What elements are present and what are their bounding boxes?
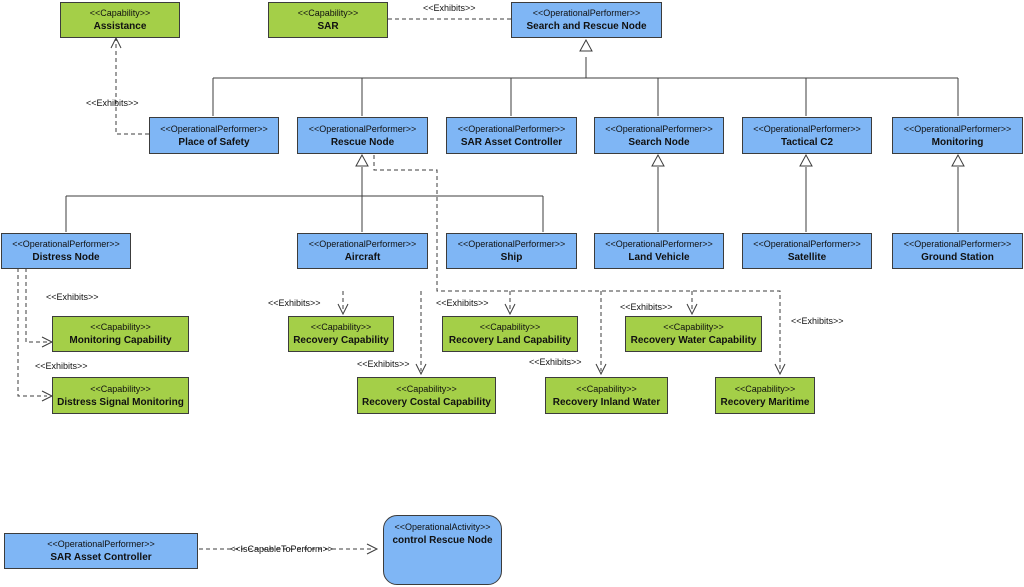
stereotype-label: <<OperationalPerformer>> — [605, 239, 713, 249]
performer-name: Ground Station — [921, 252, 994, 263]
exhibits-label: <<Exhibits>> — [35, 361, 88, 371]
generalization-monitoring — [951, 153, 965, 232]
capability-name: Recovery Land Capability — [448, 335, 572, 346]
stereotype-label: <<Capability>> — [734, 383, 796, 394]
performer-name: SAR Asset Controller — [50, 552, 152, 563]
performer-tactical-c2[interactable]: <<OperationalPerformer>> Tactical C2 — [742, 117, 872, 154]
performer-name: Tactical C2 — [780, 136, 834, 148]
stereotype-label: <<OperationalPerformer>> — [308, 123, 417, 134]
performer-sar-asset-controller[interactable]: <<OperationalPerformer>> SAR Asset Contr… — [446, 117, 577, 154]
performer-sar-asset-controller-bottom[interactable]: <<OperationalPerformer>> SAR Asset Contr… — [4, 533, 198, 569]
performer-search-node[interactable]: <<OperationalPerformer>> Search Node — [594, 117, 724, 154]
generalization-tactical-c2 — [799, 153, 813, 232]
capability-recovery-water[interactable]: <<Capability>> Recovery Water Capability — [625, 316, 762, 352]
exhibits-label: <<Exhibits>> — [529, 357, 582, 367]
stereotype-label: <<OperationalPerformer>> — [532, 8, 641, 18]
capability-recovery-land[interactable]: <<Capability>> Recovery Land Capability — [442, 316, 578, 352]
exhibits-label: <<Exhibits>> — [357, 359, 410, 369]
stereotype-label: <<Capability>> — [89, 8, 151, 18]
performer-name: Ship — [500, 252, 523, 263]
stereotype-label: <<OperationalPerformer>> — [753, 123, 861, 134]
performer-distress-node[interactable]: <<OperationalPerformer>> Distress Node — [1, 233, 131, 269]
stereotype-label: <<OperationalPerformer>> — [457, 239, 566, 249]
stereotype-label: <<OperationalPerformer>> — [47, 539, 155, 549]
capability-name: Recovery Inland Water — [552, 396, 661, 408]
performer-ship[interactable]: <<OperationalPerformer>> Ship — [446, 233, 577, 269]
stereotype-label: <<OperationalPerformer>> — [160, 123, 268, 134]
performer-name: Monitoring — [931, 136, 984, 148]
exhibits-distress-to-distress-signal — [17, 268, 54, 402]
capability-assistance[interactable]: <<Capability>> Assistance — [60, 2, 180, 38]
capability-name: Recovery Water Capability — [630, 335, 757, 346]
performer-aircraft[interactable]: <<OperationalPerformer>> Aircraft — [297, 233, 428, 269]
exhibits-label: <<Exhibits>> — [423, 3, 476, 13]
performer-monitoring[interactable]: <<OperationalPerformer>> Monitoring — [892, 117, 1023, 154]
stereotype-label: <<Capability>> — [90, 322, 151, 332]
performer-place-of-safety[interactable]: <<OperationalPerformer>> Place of Safety — [149, 117, 279, 154]
activity-control-rescue-node[interactable]: <<OperationalActivity>> control Rescue N… — [383, 515, 502, 585]
activity-name: control Rescue Node — [392, 535, 493, 546]
capability-distress-signal-monitoring[interactable]: <<Capability>> Distress Signal Monitorin… — [52, 377, 189, 414]
stereotype-label: <<OperationalPerformer>> — [753, 239, 861, 249]
performer-name: Land Vehicle — [628, 252, 690, 263]
capability-name: SAR — [317, 21, 339, 32]
capability-name: Monitoring Capability — [69, 335, 172, 346]
generalization-rescue-node — [65, 153, 544, 232]
performer-satellite[interactable]: <<OperationalPerformer>> Satellite — [742, 233, 872, 269]
stereotype-label: <<Capability>> — [90, 383, 151, 394]
stereotype-label: <<Capability>> — [396, 383, 457, 394]
stereotype-label: <<Capability>> — [297, 8, 359, 18]
exhibits-distress-to-monitoring — [25, 268, 54, 348]
stereotype-label: <<Capability>> — [663, 322, 724, 332]
stereotype-label: <<Capability>> — [479, 322, 541, 332]
exhibits-label: <<Exhibits>> — [86, 98, 139, 108]
exhibits-label: <<Exhibits>> — [268, 298, 321, 308]
exhibits-rescue-node-to-recovery — [337, 155, 786, 376]
performer-name: Search and Rescue Node — [526, 21, 647, 32]
performer-land-vehicle[interactable]: <<OperationalPerformer>> Land Vehicle — [594, 233, 724, 269]
stereotype-label: <<OperationalPerformer>> — [903, 239, 1012, 249]
capability-name: Recovery Costal Capability — [362, 396, 491, 408]
exhibits-label: <<Exhibits>> — [791, 316, 844, 326]
exhibits-label: <<Exhibits>> — [46, 292, 99, 302]
iscapable-sar-controller-to-activity — [199, 543, 379, 555]
capability-name: Distress Signal Monitoring — [57, 396, 184, 408]
capability-name: Assistance — [93, 21, 147, 32]
capability-recovery-maritime[interactable]: <<Capability>> Recovery Maritime — [715, 377, 815, 414]
performer-name: Satellite — [787, 252, 827, 263]
stereotype-label: <<OperationalPerformer>> — [308, 239, 417, 249]
performer-name: Place of Safety — [178, 136, 250, 148]
capability-recovery[interactable]: <<Capability>> Recovery Capability — [288, 316, 394, 352]
generalization-search-and-rescue — [212, 38, 959, 116]
stereotype-label: <<Capability>> — [576, 383, 637, 394]
performer-name: Search Node — [628, 136, 690, 148]
iscapable-label: <<IsCapableToPerform>> — [230, 544, 334, 554]
performer-ground-station[interactable]: <<OperationalPerformer>> Ground Station — [892, 233, 1023, 269]
stereotype-label: <<OperationalPerformer>> — [605, 123, 713, 134]
performer-rescue-node[interactable]: <<OperationalPerformer>> Rescue Node — [297, 117, 428, 154]
performer-name: SAR Asset Controller — [460, 136, 563, 148]
capability-sar[interactable]: <<Capability>> SAR — [268, 2, 388, 38]
exhibits-label: <<Exhibits>> — [620, 302, 673, 312]
stereotype-label: <<OperationalPerformer>> — [457, 123, 566, 134]
performer-name: Distress Node — [32, 252, 100, 263]
performer-name: Aircraft — [344, 252, 381, 263]
capability-recovery-costal[interactable]: <<Capability>> Recovery Costal Capabilit… — [357, 377, 496, 414]
performer-search-and-rescue-node[interactable]: <<OperationalPerformer>> Search and Resc… — [511, 2, 662, 38]
stereotype-label: <<OperationalPerformer>> — [12, 239, 120, 249]
capability-recovery-inland-water[interactable]: <<Capability>> Recovery Inland Water — [545, 377, 668, 414]
generalization-search-node — [651, 153, 665, 232]
capability-name: Recovery Capability — [293, 335, 389, 346]
capability-name: Recovery Maritime — [720, 396, 810, 408]
stereotype-label: <<OperationalActivity>> — [394, 522, 491, 532]
exhibits-search-rescue-to-sar — [368, 13, 511, 25]
stereotype-label: <<Capability>> — [310, 322, 372, 332]
stereotype-label: <<OperationalPerformer>> — [903, 123, 1012, 134]
capability-monitoring[interactable]: <<Capability>> Monitoring Capability — [52, 316, 189, 352]
exhibits-label: <<Exhibits>> — [436, 298, 489, 308]
performer-name: Rescue Node — [330, 136, 395, 148]
exhibits-place-of-safety-to-assistance — [110, 36, 149, 135]
